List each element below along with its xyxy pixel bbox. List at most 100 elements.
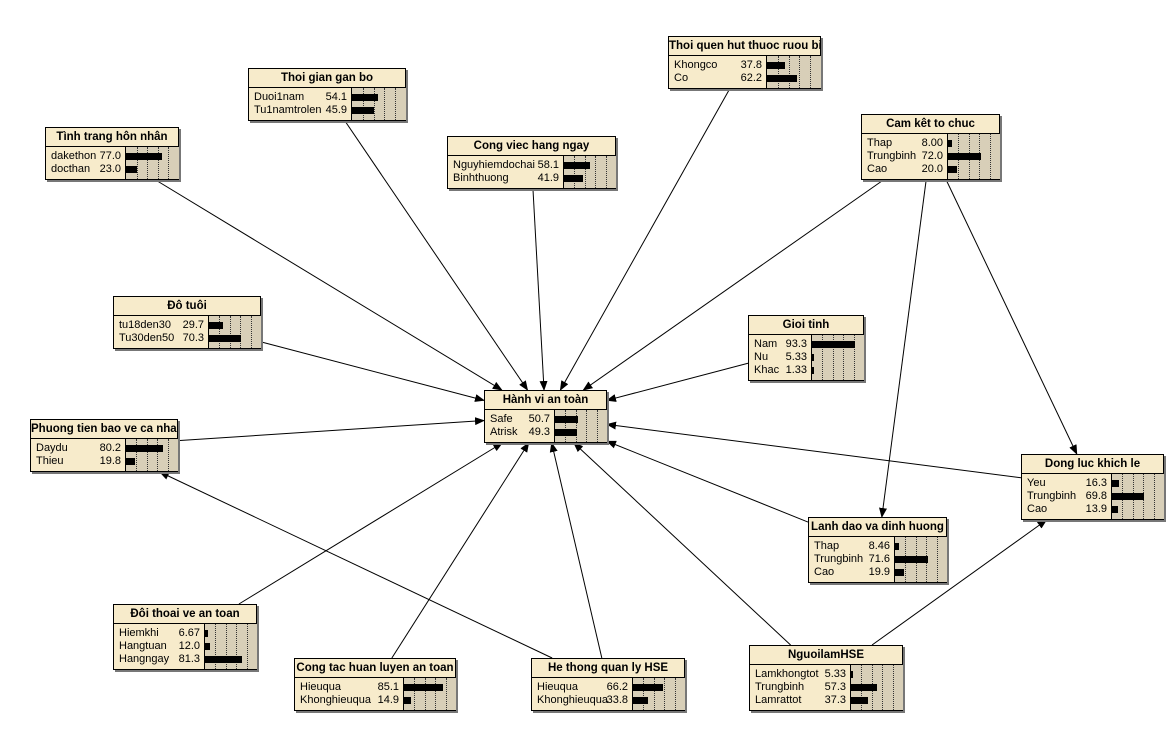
grid-line <box>595 156 596 188</box>
edge-do-tuoi-to-hanh-vi-an-toan <box>260 341 485 402</box>
belief-bar <box>564 162 590 169</box>
state-name: Co <box>674 72 689 84</box>
belief-bar <box>126 445 163 452</box>
belief-bar-area <box>125 147 179 179</box>
state-name: Hieuqua <box>537 681 578 693</box>
belief-bar-area <box>766 56 821 88</box>
state-name: Nu <box>754 351 769 363</box>
grid-line <box>425 678 426 710</box>
node-title: Hành vi an toàn <box>485 391 606 410</box>
grid-line <box>240 316 241 348</box>
edge-gioi-tinh-to-hanh-vi-an-toan <box>606 362 749 402</box>
grid-line <box>574 156 575 188</box>
belief-bar <box>404 684 443 691</box>
node-title: Cong viec hang ngay <box>448 137 615 156</box>
belief-bar <box>1112 493 1144 500</box>
grid-line <box>576 410 577 442</box>
grid-line <box>158 147 159 179</box>
grid-line <box>843 335 844 380</box>
grid-line <box>854 335 855 380</box>
belief-bar <box>555 429 577 436</box>
grid-line <box>799 56 800 88</box>
state-name: Hangngay <box>119 653 170 665</box>
belief-bar <box>205 656 242 663</box>
belief-bar <box>209 322 223 329</box>
state-value: 19.9 <box>868 566 890 578</box>
edge-thoi-quen-hut-thuoc-to-hanh-vi-an-toan <box>559 88 731 391</box>
state-value: 66.2 <box>606 681 628 693</box>
grid-line <box>586 410 587 442</box>
state-value: 14.9 <box>377 694 399 706</box>
grid-line <box>1154 474 1155 519</box>
grid-line <box>215 624 216 669</box>
grid-line <box>147 147 148 179</box>
node-title: Thoi gian gan bo <box>249 69 405 88</box>
grid-line <box>157 439 158 471</box>
state-name: Khongco <box>674 59 718 71</box>
state-row-hieuqua: Hieuqua 66.2 <box>532 681 684 694</box>
node-title: Đôi thoai ve an toan <box>114 605 256 624</box>
belief-bar <box>404 697 411 704</box>
belief-bar <box>812 354 814 361</box>
state-value: 57.3 <box>824 681 846 693</box>
grid-line <box>251 316 252 348</box>
belief-bar <box>209 335 241 342</box>
state-value: 1.33 <box>785 364 807 376</box>
grid-line <box>374 88 375 120</box>
node-title: Tình trang hôn nhân <box>46 128 178 147</box>
belief-bar-area <box>208 316 261 348</box>
state-name: Tu30den50 <box>119 332 175 344</box>
grid-line <box>990 134 991 179</box>
belief-bar-area <box>351 88 406 120</box>
state-value: 50.7 <box>528 413 550 425</box>
state-name: Lamrattot <box>755 694 802 706</box>
grid-line <box>585 156 586 188</box>
grid-line <box>147 439 148 471</box>
grid-line <box>230 316 231 348</box>
grid-line <box>789 56 790 88</box>
grid-line <box>675 678 676 710</box>
grid-line <box>882 665 883 710</box>
belief-bar <box>633 684 663 691</box>
belief-bar <box>851 697 868 704</box>
state-name: Trungbinh <box>755 681 805 693</box>
node-title: Cam kêt to chuc <box>862 115 999 134</box>
state-name: Hiemkhi <box>119 627 159 639</box>
belief-bar <box>205 630 208 637</box>
belief-bar <box>812 341 855 348</box>
grid-line <box>597 410 598 442</box>
state-name: Thap <box>814 540 840 552</box>
state-value: 37.3 <box>824 694 846 706</box>
state-value: 8.46 <box>868 540 890 552</box>
belief-bar-area <box>125 439 178 471</box>
state-value: 29.7 <box>182 319 204 331</box>
